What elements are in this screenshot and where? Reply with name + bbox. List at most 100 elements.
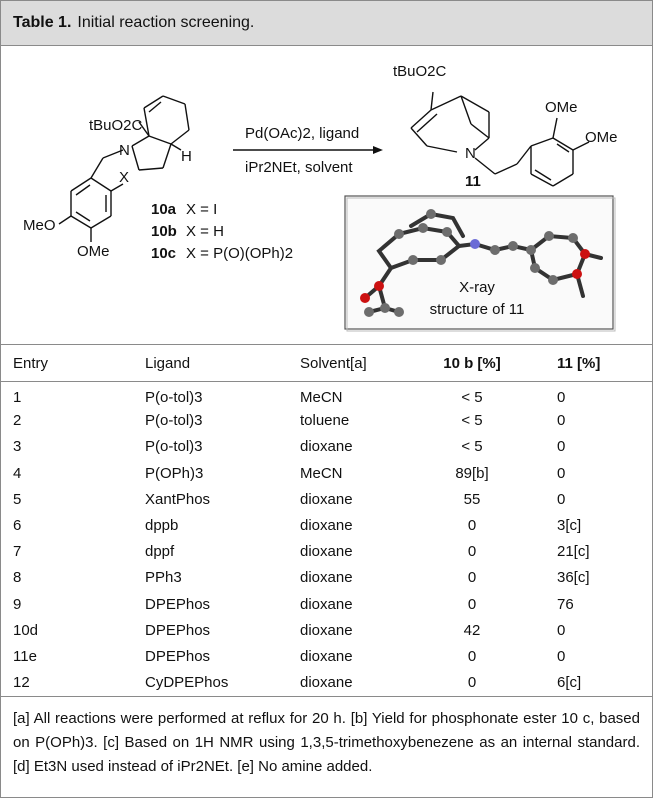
cell-solvent: toluene: [300, 412, 350, 430]
cell-10b: 42: [463, 621, 481, 639]
cell-solvent: dioxane: [300, 621, 353, 639]
cell-entry: 10d: [13, 621, 39, 639]
cell-10b: < 5: [461, 412, 483, 430]
cell-11: 0: [557, 647, 566, 665]
cell-entry: 12: [13, 674, 30, 692]
table-caption: Table 1. Initial reaction screening.: [1, 1, 652, 46]
cell-10b: 0: [467, 517, 477, 535]
cell-entry: 9: [13, 595, 22, 613]
cell-solvent: dioxane: [300, 517, 353, 535]
reactant-h-label: H: [181, 148, 192, 165]
header-ligand: Ligand: [145, 345, 300, 382]
xray-inset: X-ray structure of 11: [344, 195, 616, 332]
cell-ligand: CyDPEPhos: [145, 674, 229, 692]
cell-ligand: P(o-tol)3: [145, 438, 203, 456]
compound-10b-label: 10b: [151, 223, 177, 240]
cell-entry: 3: [13, 438, 22, 456]
cell-11: 3[c]: [557, 517, 582, 535]
conditions-top: Pd(OAc)2, ligand: [245, 125, 359, 142]
caption-text: Initial reaction screening.: [77, 14, 255, 31]
reactant-ester-label: tBuO2C: [89, 117, 143, 134]
product-ester-label: tBuO2C: [393, 63, 447, 80]
cell-11: 0: [557, 621, 566, 639]
cell-ligand: DPEPhos: [145, 647, 211, 665]
xray-oxygen-atom: [360, 293, 370, 303]
table-row: 8 PPh3 dioxane 0 36[c]: [1, 565, 652, 591]
xray-oxygen-atom: [374, 281, 384, 291]
cell-entry: 7: [13, 543, 22, 561]
cell-solvent: dioxane: [300, 569, 353, 587]
xray-nitrogen-atom: [470, 239, 480, 249]
methoxy-left-label: MeO: [23, 217, 56, 234]
xray-oxygen-atom: [572, 269, 582, 279]
cell-solvent: dioxane: [300, 438, 353, 456]
cell-entry: 4: [13, 464, 22, 482]
product-n-label: N: [465, 145, 476, 162]
cell-10b: 0: [467, 647, 477, 665]
cell-solvent: MeCN: [300, 389, 343, 407]
cell-10b: < 5: [461, 389, 483, 407]
header-11: 11 [%]: [539, 345, 652, 382]
cell-ligand: P(OPh)3: [145, 464, 204, 482]
cell-10b: 0: [467, 595, 477, 613]
cell-solvent: dioxane: [300, 595, 353, 613]
header-solvent: Solvent[a]: [300, 345, 405, 382]
cell-11: 0: [557, 438, 566, 456]
cell-10b: 89[b]: [455, 464, 489, 482]
cell-10b: 55: [463, 490, 481, 508]
cell-solvent: dioxane: [300, 543, 353, 561]
cell-11: 0: [557, 412, 566, 430]
cell-ligand: XantPhos: [145, 490, 211, 508]
cell-11: 21[c]: [557, 543, 590, 561]
compound-10c-label: 10c: [151, 245, 176, 262]
product-ome2-label: OMe: [585, 129, 618, 146]
cell-11: 36[c]: [557, 569, 590, 587]
cell-11: 6[c]: [557, 674, 582, 692]
table-row: 2 P(o-tol)3 toluene < 5 0: [1, 408, 652, 434]
cell-10b: < 5: [461, 438, 483, 456]
cell-solvent: MeCN: [300, 464, 343, 482]
screening-table: Entry Ligand Solvent[a] 10 b [%] 11 [%] …: [1, 345, 652, 696]
table-row: 7 dppf dioxane 0 21[c]: [1, 539, 652, 565]
xray-atoms: [364, 209, 578, 317]
cell-11: 0: [557, 389, 566, 407]
cell-entry: 1: [13, 389, 22, 407]
cell-entry: 11e: [13, 647, 37, 665]
cell-solvent: dioxane: [300, 647, 353, 665]
cell-entry: 2: [13, 412, 22, 430]
reaction-arrow: [233, 146, 383, 154]
table-row: 3 P(o-tol)3 dioxane < 5 0: [1, 434, 652, 460]
cell-entry: 6: [13, 517, 22, 535]
cell-ligand: dppf: [145, 543, 175, 561]
cell-entry: 8: [13, 569, 22, 587]
product-ome1-label: OMe: [545, 99, 578, 116]
table-row: 9 DPEPhos dioxane 0 76: [1, 591, 652, 617]
cell-ligand: DPEPhos: [145, 595, 211, 613]
product-structure: [410, 91, 590, 187]
caption-label: Table 1.: [13, 14, 72, 31]
compound-10b-def: X = H: [186, 223, 224, 240]
cell-10b: 0: [467, 569, 477, 587]
cell-ligand: P(o-tol)3: [145, 412, 203, 430]
compound-10c-def: X = P(O)(OPh)2: [186, 245, 293, 262]
product-number-label: 11: [465, 173, 481, 190]
reactant-structure: [58, 95, 190, 242]
cell-10b: 0: [467, 543, 477, 561]
methoxy-bottom-label: OMe: [77, 243, 110, 260]
cell-11: 76: [557, 595, 574, 613]
cell-solvent: dioxane: [300, 490, 353, 508]
cell-11: 0: [557, 490, 566, 508]
cell-ligand: PPh3: [145, 569, 182, 587]
xray-oxygen-atom: [580, 249, 590, 259]
scheme-drawing: tBuO2C N H X MeO OMe 10a X = I 10b X = H…: [23, 63, 618, 332]
compound-10a-def: X = I: [186, 201, 217, 218]
header-10b: 10 b [%]: [405, 345, 539, 382]
compound-10a-label: 10a: [151, 201, 177, 218]
